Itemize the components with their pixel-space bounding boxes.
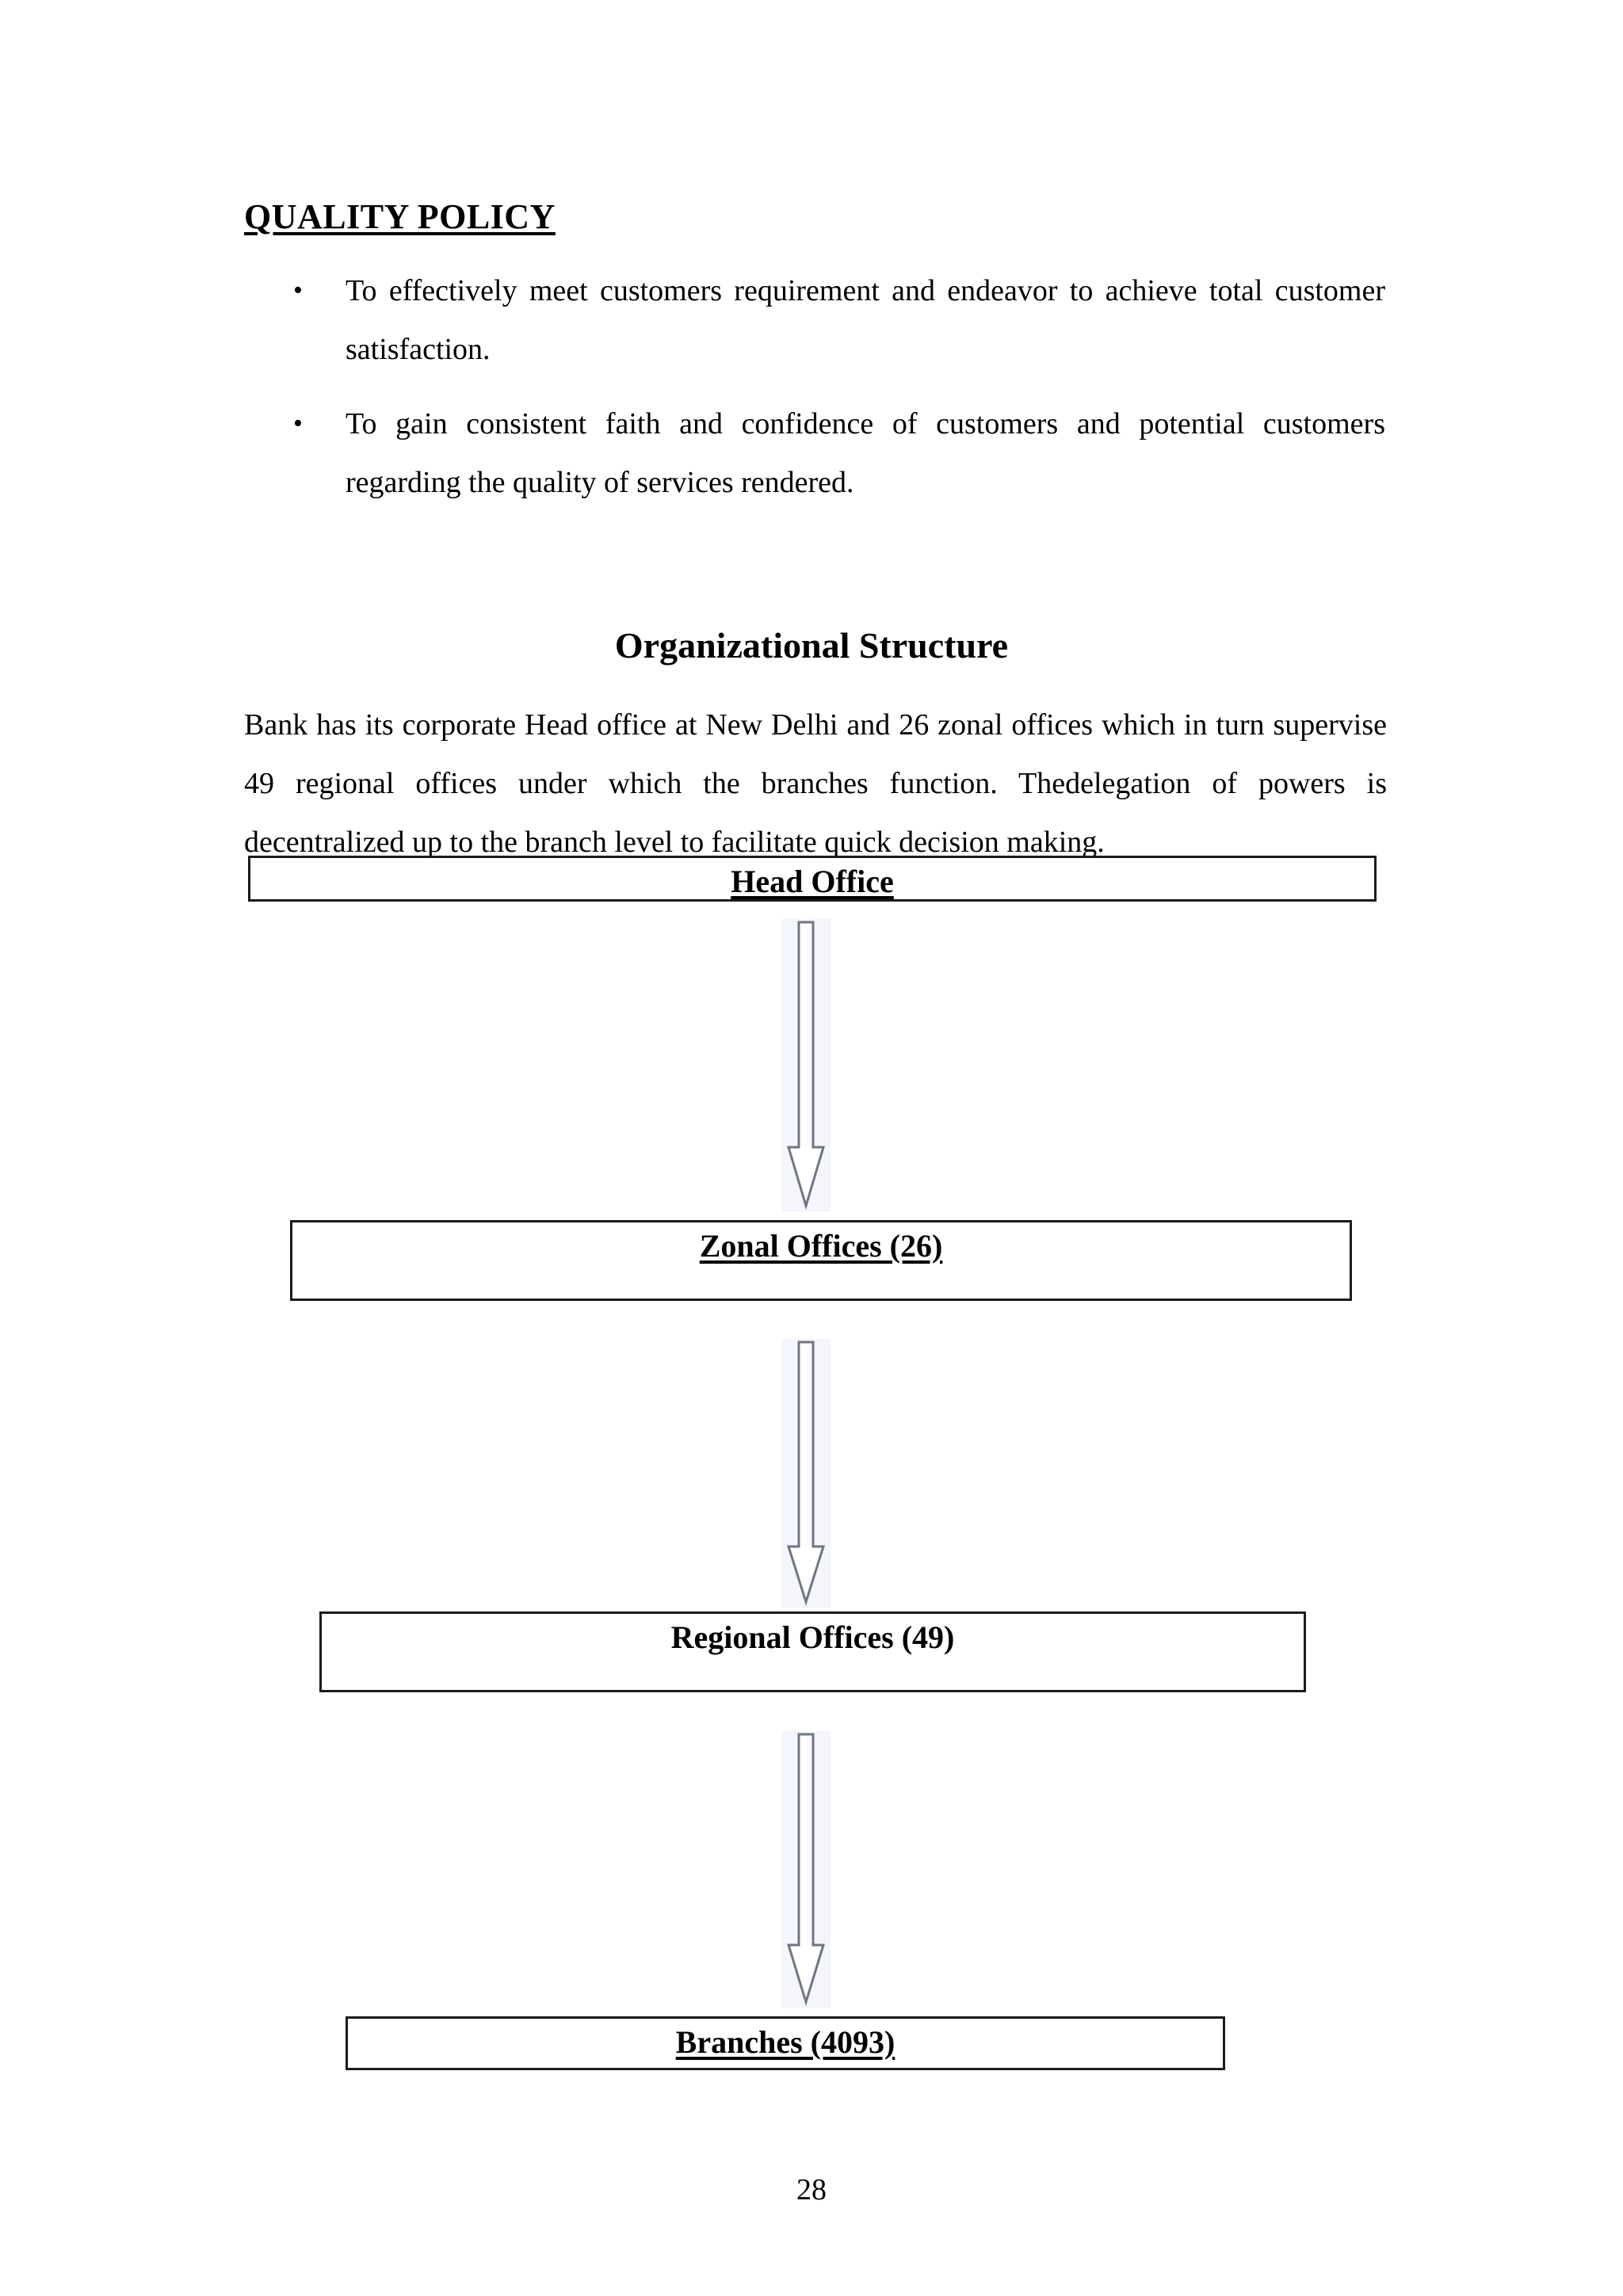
flowchart-arrow-down-icon-1 xyxy=(781,919,831,1212)
flowchart-node-label: Regional Offices (49) xyxy=(670,1619,955,1655)
page-number: 28 xyxy=(796,2173,827,2206)
list-item: • To gain consistent faith and confidenc… xyxy=(244,395,1385,512)
list-item: • To effectively meet customers requirem… xyxy=(244,261,1385,379)
flowchart-arrow-down-icon-2 xyxy=(781,1339,831,1608)
quality-policy-list: • To effectively meet customers requirem… xyxy=(244,261,1385,528)
flowchart-arrow-down-icon-3 xyxy=(781,1731,831,2008)
list-item-text: To effectively meet customers requiremen… xyxy=(346,274,1385,366)
flowchart-node-regional-offices: Regional Offices (49) xyxy=(319,1611,1306,1692)
flowchart-node-zonal-offices: Zonal Offices (26) xyxy=(290,1220,1352,1301)
page-title: QUALITY POLICY xyxy=(244,197,556,236)
flowchart-node-label: Head Office xyxy=(731,864,894,899)
bullet-icon: • xyxy=(293,409,303,438)
org-structure-paragraph: Bank has its corporate Head office at Ne… xyxy=(244,708,1387,859)
list-item-text: To gain consistent faith and confidence … xyxy=(346,407,1385,499)
flowchart-node-label: Zonal Offices (26) xyxy=(699,1228,943,1264)
org-structure-heading: Organizational Structure xyxy=(614,625,1009,666)
flowchart-node-branches: Branches (4093) xyxy=(346,2016,1225,2070)
flowchart-node-head-office: Head Office xyxy=(248,856,1377,902)
bullet-icon: • xyxy=(293,276,303,305)
flowchart-node-label: Branches (4093) xyxy=(675,2024,896,2060)
